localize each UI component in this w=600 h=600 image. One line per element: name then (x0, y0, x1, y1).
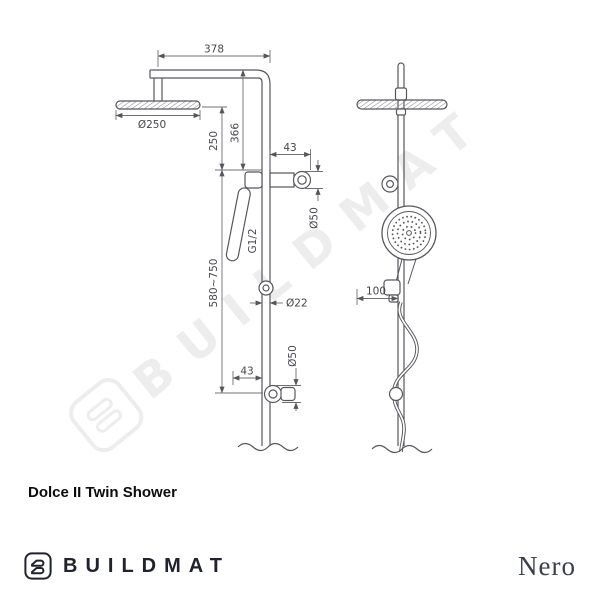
shower-hose (392, 301, 419, 453)
buildmat-wordmark: BUILDMAT (63, 554, 230, 577)
head-swivel-joint (394, 87, 408, 101)
break-line-right (371, 444, 433, 454)
footer-brand-bar: BUILDMAT Nero (0, 538, 600, 594)
rain-head (115, 100, 201, 110)
rail-bracket-ring (381, 175, 399, 193)
hand-shower-handle (225, 187, 251, 262)
left-view-dimension-labels: 378 Ø250 366 250 43 Ø50 G1/2 580~750 Ø22… (138, 44, 321, 378)
dim-label-rail-height: 580~750 (208, 259, 220, 308)
left-view-dimensions (115, 50, 323, 411)
product-title: Dolce II Twin Shower (28, 484, 177, 501)
hand-shower-handle-front (395, 258, 417, 285)
dim-label-bracket-diameter: Ø50 (287, 345, 299, 367)
watermark-text: BUILDMAT (123, 91, 500, 411)
hose-ring (388, 386, 404, 402)
slider-ring (258, 280, 274, 296)
shower-arm-and-pipe (149, 69, 271, 446)
right-view-dimensions (356, 289, 399, 305)
dim-label-366: 366 (230, 123, 242, 143)
dim-label-thread: G1/2 (247, 228, 259, 253)
bottom-bracket (263, 384, 296, 404)
hand-shower-face (381, 205, 437, 261)
dim-label-diverter-diameter: Ø50 (309, 207, 321, 229)
dim-label-head-diameter: Ø250 (138, 119, 166, 131)
dim-label-43-bottom: 43 (240, 366, 253, 378)
rain-head-front (356, 99, 448, 110)
hand-shower-holder (244, 171, 263, 189)
buildmat-watermark-logo-icon (69, 378, 144, 453)
dim-label-250: 250 (208, 131, 220, 151)
left-view (115, 69, 312, 452)
buildmat-brand: BUILDMAT (24, 552, 230, 580)
head-nut (395, 108, 407, 116)
buildmat-logo-icon (24, 552, 52, 580)
dim-label-rail-diameter: Ø22 (286, 298, 308, 310)
dim-label-43-top: 43 (283, 142, 296, 154)
nero-logo: Nero (518, 550, 576, 581)
dim-label-100: 100 (366, 286, 386, 298)
break-line-left (237, 442, 299, 452)
dim-label-378: 378 (204, 44, 224, 56)
diverter (269, 170, 312, 190)
technical-diagram: BUILDMAT (69, 44, 500, 454)
